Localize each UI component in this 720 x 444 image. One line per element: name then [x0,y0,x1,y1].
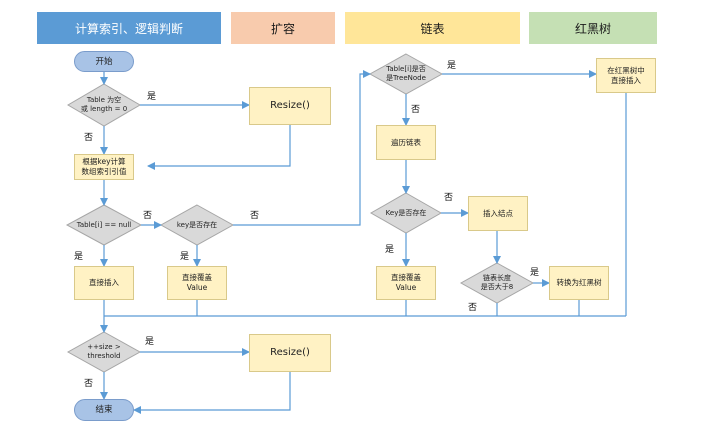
label-yes: 是 [530,268,540,278]
label-no: 否 [143,211,153,221]
is-treenode-text: Table[i]是否 是TreeNode [386,65,426,82]
label-yes: 是 [145,337,155,347]
overwrite-value-box-2: 直接覆盖 Value [376,266,436,300]
label-no: 否 [468,303,478,313]
label-no: 否 [250,211,260,221]
start-terminal: 开始 [74,51,134,72]
size-threshold-text: ++size > threshold [87,343,121,360]
overwrite-value-box-1: 直接覆盖 Value [167,266,227,300]
tree-insert-box: 在红黑树中 直接插入 [596,58,656,93]
header-index: 计算索引、逻辑判断 [37,12,221,44]
insert-node-box: 插入结点 [468,196,528,231]
header-list: 链表 [345,12,520,44]
header-resize: 扩容 [231,12,335,44]
label-yes: 是 [74,252,84,262]
label-yes: 是 [385,245,395,255]
resize-box-2: Resize() [249,334,331,372]
key-exists-1-text: key是否存在 [176,220,218,229]
label-yes: 是 [447,61,457,71]
list-len-text: 链表长度 是否大于8 [480,274,514,291]
label-no: 否 [84,379,94,389]
label-yes: 是 [180,252,190,262]
traverse-list-box: 遍历链表 [376,125,436,160]
resize-box-1: Resize() [249,87,331,125]
label-yes: 是 [147,92,157,102]
label-no: 否 [444,193,454,203]
table-i-null-text: Table[i] == null [76,220,132,229]
end-terminal: 结束 [74,399,134,421]
table-empty-text: Table 为空 或 length = 0 [80,96,128,113]
label-no: 否 [411,105,421,115]
convert-tree-box: 转换为红黑树 [549,266,609,300]
key-exists-2-text: Key是否存在 [385,208,427,217]
header-tree: 红黑树 [529,12,657,44]
label-no: 否 [84,133,94,143]
insert-direct-box: 直接插入 [74,266,134,300]
calc-index-box: 根据key计算 数组索引引值 [74,154,134,180]
